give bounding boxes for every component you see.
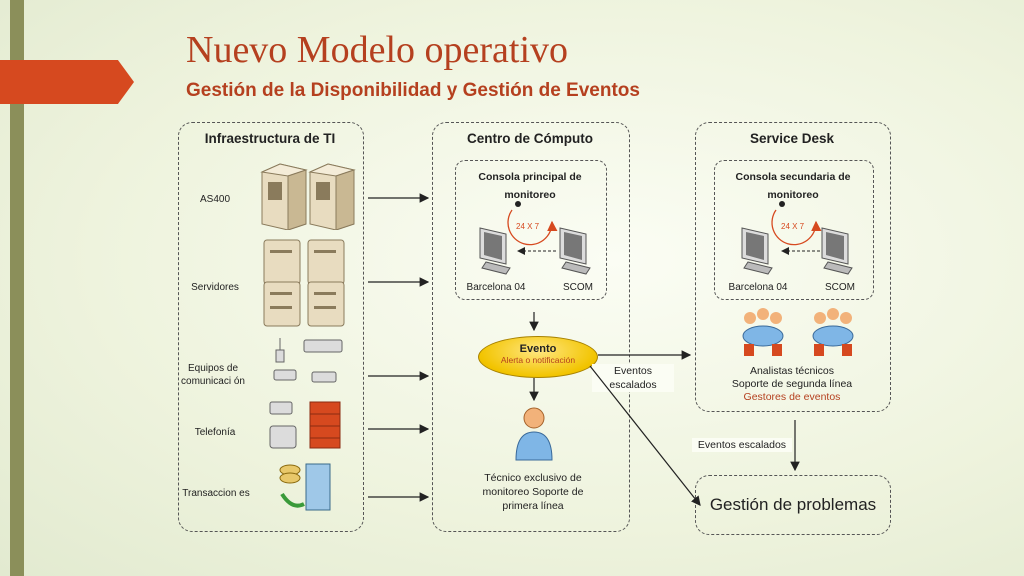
escalated-label-1: Eventos escalados (592, 364, 674, 392)
page-title: Nuevo Modelo operativo (186, 29, 569, 71)
console-secundaria-left-label: Barcelona 04 (728, 282, 788, 293)
infra-item-as400: AS400 (199, 194, 231, 205)
technician-person-icon (515, 407, 553, 461)
monitor-right-secundaria-icon (821, 227, 853, 275)
console-secundaria-box (714, 160, 874, 300)
monitor-right-principal-icon (559, 227, 591, 275)
infra-item-servidores: Servidores (191, 282, 239, 293)
event-node: Evento Alerta o notificación (478, 336, 598, 378)
panel-centro-computo (432, 122, 630, 532)
event-subtitle: Alerta o notificación (500, 355, 576, 365)
network-equipment-icon (273, 338, 343, 383)
console-principal-left-label: Barcelona 04 (466, 282, 526, 293)
event-title: Evento (519, 343, 557, 355)
escalated-label-2: Eventos escalados (692, 438, 792, 452)
console-secundaria-title: Consola secundaria de monitoreo (735, 171, 851, 201)
console-secundaria-right-label: SCOM (825, 282, 855, 293)
page-subtitle: Gestión de la Disponibilidad y Gestión d… (186, 80, 640, 101)
cycle-label-principal: 24 X 7 (516, 222, 540, 231)
infra-item-comunicacion: Equipos de comunicaci ón (181, 363, 245, 387)
tech-text: Técnico exclusivo de monitoreo Soporte d… (482, 472, 584, 512)
title-arrow-tab (0, 60, 134, 104)
arrow-event-to-problemas (589, 365, 701, 506)
console-principal-right-label: SCOM (563, 282, 593, 293)
telephony-icon (269, 401, 341, 449)
panel-service-desk (695, 122, 891, 412)
servers-icon (263, 239, 345, 327)
transactions-icon (279, 463, 331, 511)
infra-header: Infraestructura de TI (204, 131, 336, 146)
analysts-meeting-icon-left (742, 308, 784, 356)
console-principal-box (455, 160, 607, 300)
centro-header: Centro de Cómputo (467, 131, 593, 146)
cycle-label-secundaria: 24 X 7 (781, 222, 805, 231)
console-principal-title: Consola principal de monitoreo (478, 171, 582, 201)
left-decorative-bar (10, 0, 24, 576)
monitor-left-principal-icon (479, 227, 511, 275)
analysts-line-2: Soporte de segunda línea (731, 378, 853, 390)
as400-server-icon (260, 163, 356, 230)
gestion-problemas-label: Gestión de problemas (709, 495, 877, 514)
infra-item-transacciones: Transaccion es (182, 488, 250, 499)
analysts-line-3: Gestores de eventos (743, 391, 841, 403)
panel-infraestructura (178, 122, 364, 532)
analysts-line-1: Analistas técnicos (749, 365, 835, 377)
analysts-meeting-icon-right (812, 308, 854, 356)
monitor-left-secundaria-icon (741, 227, 773, 275)
infra-item-telefonia: Telefonía (194, 427, 236, 438)
servicedesk-header: Service Desk (749, 131, 835, 146)
